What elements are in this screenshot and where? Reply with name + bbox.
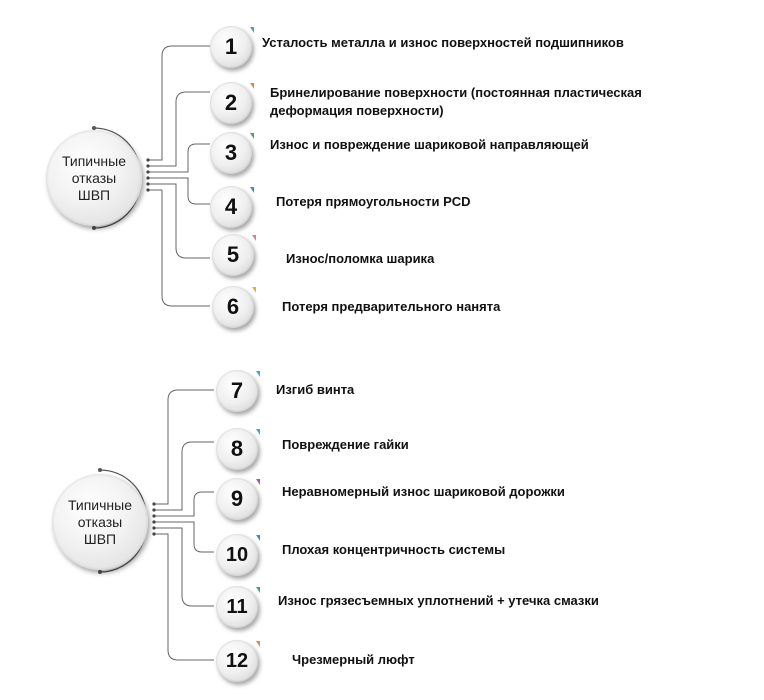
accent-7	[256, 371, 260, 377]
node-9: 9	[216, 478, 258, 520]
accent-12	[256, 641, 260, 647]
accent-3	[250, 133, 254, 139]
label-1: Усталость металла и износ поверхностей п…	[262, 35, 624, 50]
accent-10	[256, 535, 260, 541]
label-9: Неравномерный износ шариковой дорожки	[282, 484, 565, 499]
node-8: 8	[216, 428, 258, 470]
label-11: Износ грязесъемных уплотнений + утечка с…	[278, 593, 599, 608]
hub-label-2: Типичные отказы ШВП	[67, 496, 133, 547]
node-4: 4	[210, 186, 252, 228]
node-1: 1	[210, 26, 252, 68]
accent-2	[250, 83, 254, 89]
node-6: 6	[212, 286, 254, 328]
node-11: 11	[216, 586, 258, 628]
label-6: Потеря предварительного нанята	[282, 299, 501, 314]
label-4: Потеря прямоугольности PCD	[276, 194, 471, 209]
accent-8	[256, 429, 260, 435]
node-12: 12	[216, 640, 258, 682]
node-2: 2	[210, 82, 252, 124]
accent-4	[250, 187, 254, 193]
label-10: Плохая концентричность системы	[282, 542, 506, 557]
hub-circle-1: Типичные отказы ШВП	[46, 130, 142, 226]
label-8: Повреждение гайки	[282, 437, 409, 452]
label-2: Бринелирование поверхности (постоянная п…	[270, 85, 642, 118]
label-7: Изгиб винта	[276, 382, 355, 397]
node-7: 7	[216, 370, 258, 412]
hub-circle-2: Типичные отказы ШВП	[52, 474, 148, 570]
label-5: Износ/поломка шарика	[286, 251, 435, 266]
accent-5	[252, 235, 256, 241]
label-12: Чрезмерный люфт	[292, 652, 415, 667]
hub-label-1: Типичные отказы ШВП	[61, 152, 127, 203]
node-5: 5	[212, 234, 254, 276]
accent-9	[256, 479, 260, 485]
label-3: Износ и повреждение шариковой направляющ…	[270, 137, 589, 152]
accent-1	[250, 27, 254, 33]
accent-6	[252, 287, 256, 293]
node-10: 10	[216, 534, 258, 576]
node-3: 3	[210, 132, 252, 174]
accent-11	[256, 587, 260, 593]
